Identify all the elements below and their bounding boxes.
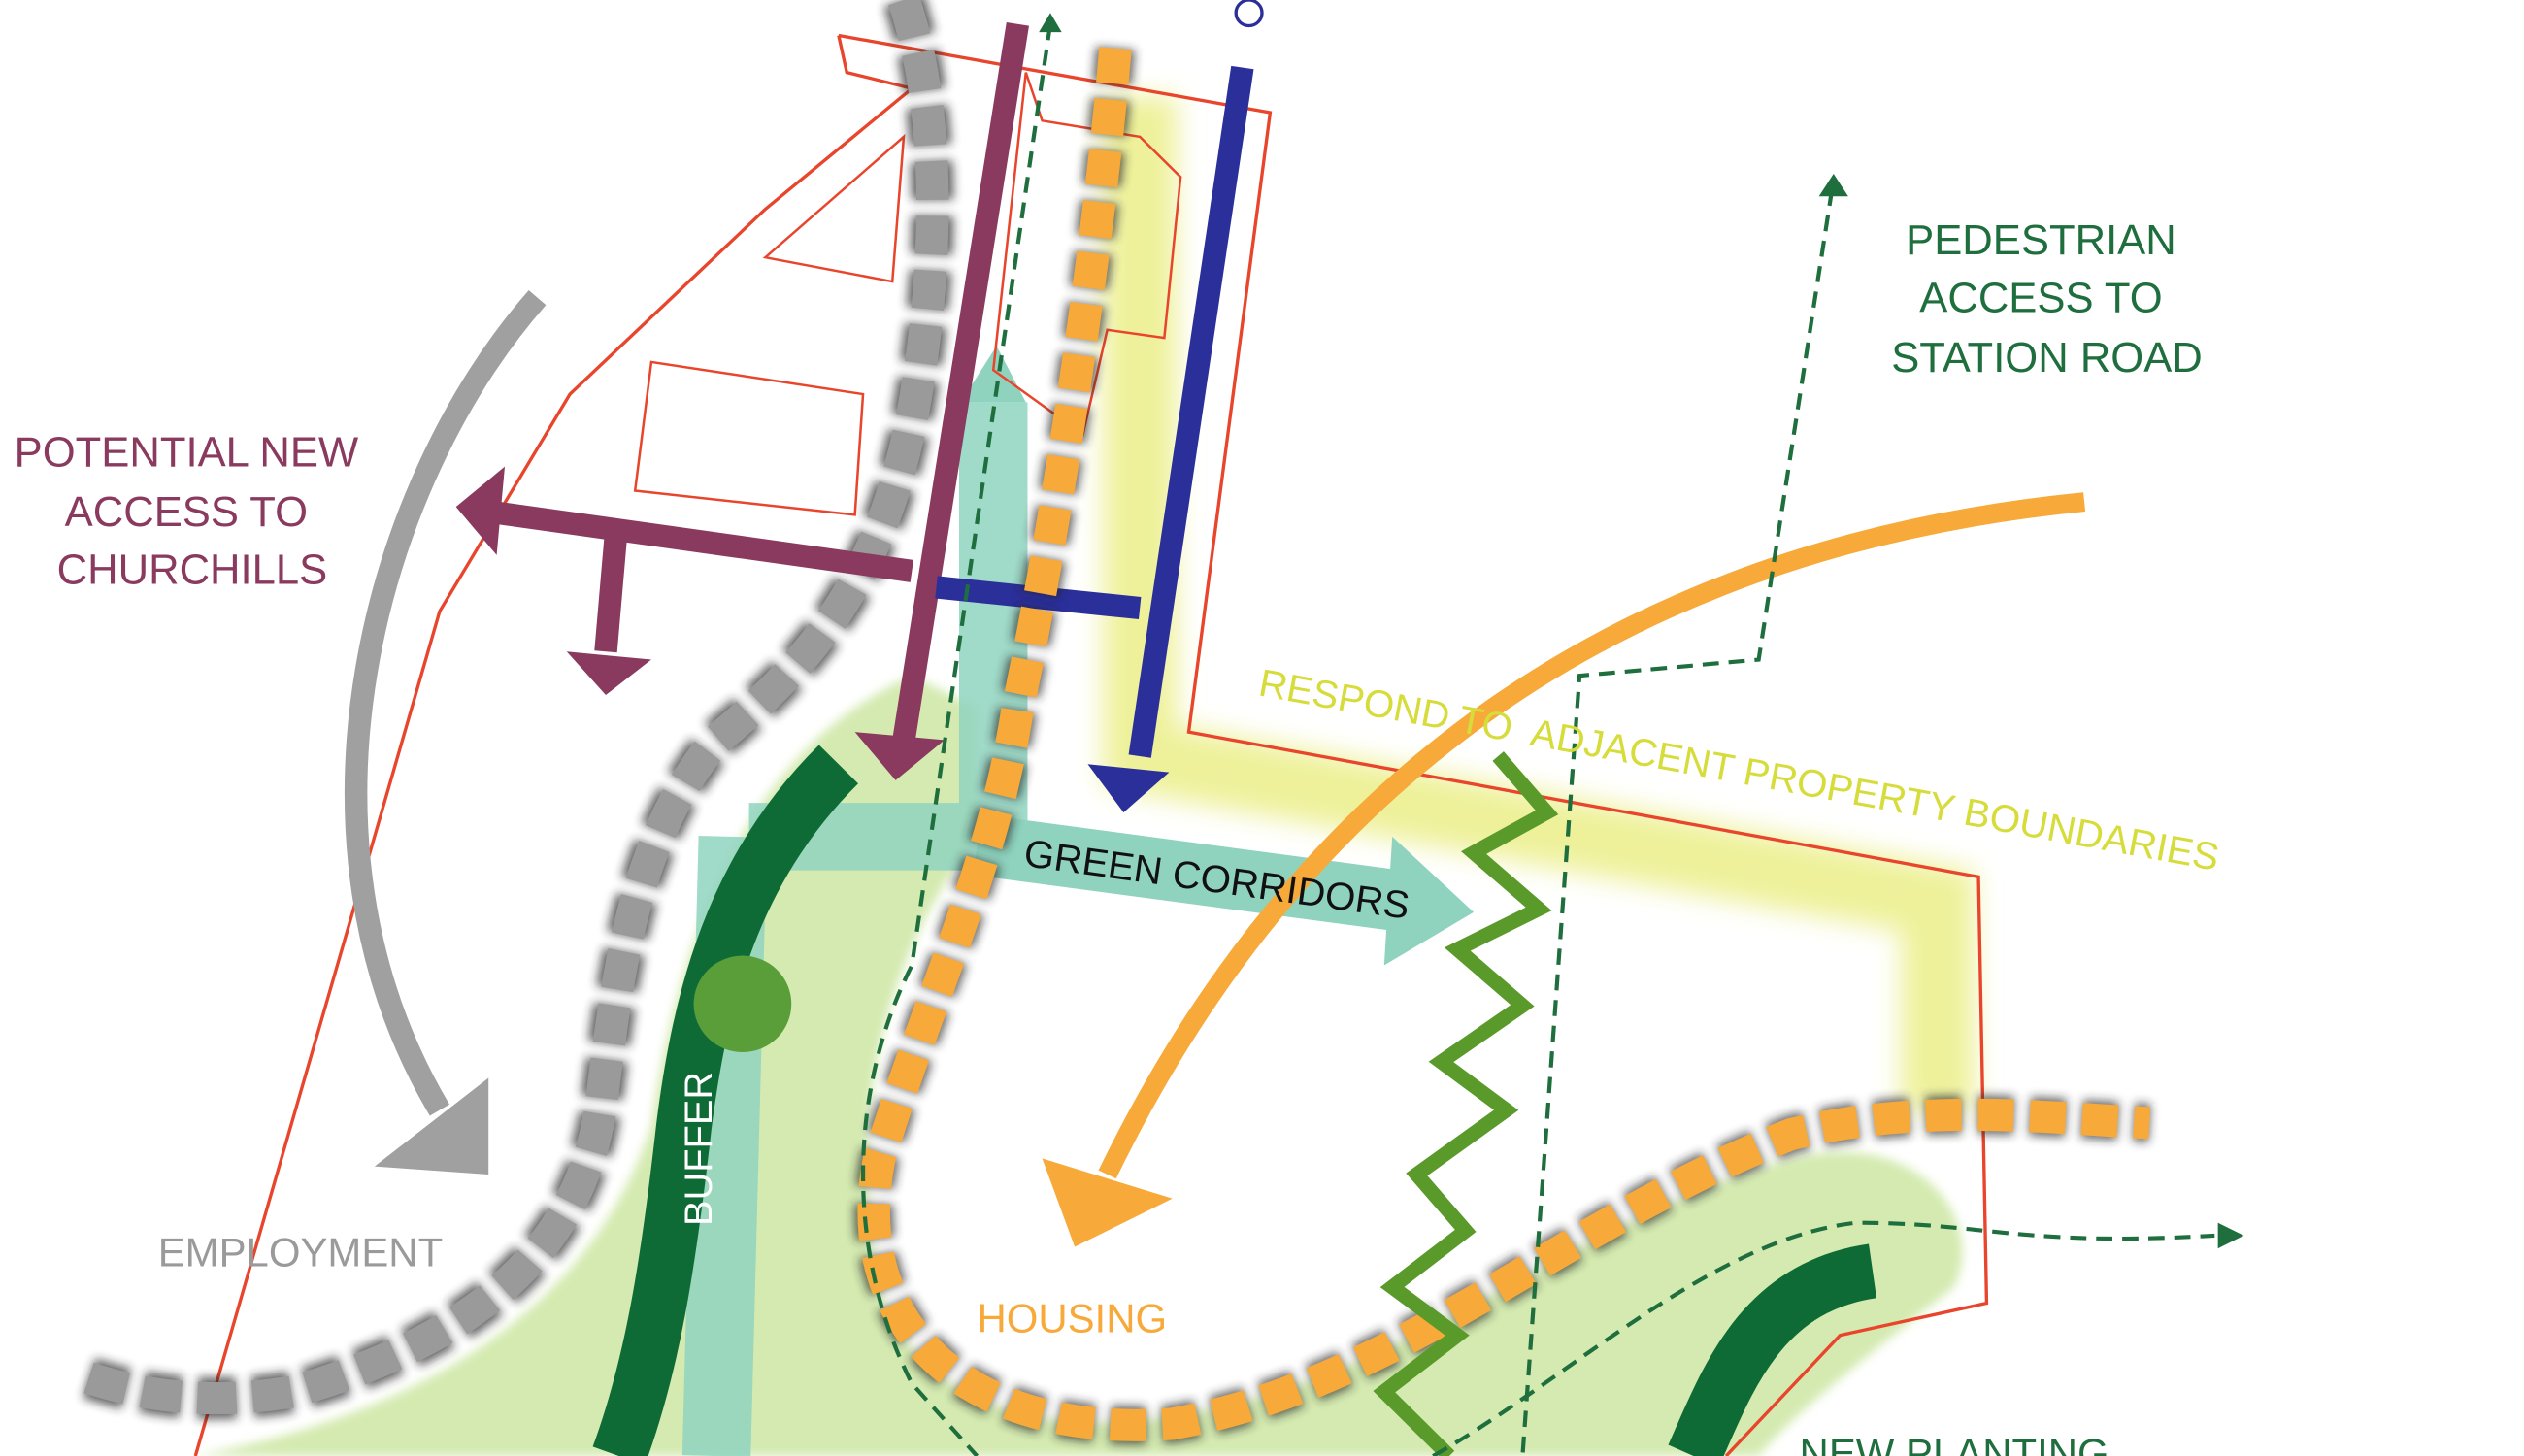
- housing-block-wall: [857, 47, 2151, 1441]
- buffer-label: BUFFER: [678, 1072, 720, 1226]
- employment-block-wall: [76, 0, 949, 1415]
- new-planting-label: NEW PLANTING: [1800, 1431, 2109, 1456]
- navy-road: [935, 65, 1254, 758]
- green-space-area: [195, 676, 1963, 1456]
- pedestrian-route-station-road: [1520, 189, 1835, 1456]
- pedestrian-arrowhead-station: [1818, 174, 1848, 197]
- navy-route-origin-icon: [1234, 0, 1264, 28]
- pedestrian-arrowhead-east: [2217, 1222, 2244, 1249]
- pedestrian-route-east: [1432, 1220, 2215, 1456]
- hedgerow-zigzag: [1373, 751, 1559, 1456]
- churchills-access-road: [486, 22, 1029, 743]
- churchills-arrowhead-left: [455, 466, 505, 555]
- churchills-arrowhead-down: [566, 651, 651, 696]
- employment-label: EMPLOYMENT: [158, 1230, 443, 1275]
- housing-arrow: [1098, 492, 2086, 1179]
- site-boundary: [193, 33, 1989, 1456]
- employment-arrow: [345, 290, 547, 1116]
- plot-outline: [633, 72, 1182, 516]
- pedestrian-arrowhead-north: [1039, 13, 1062, 33]
- navy-arrowhead: [1087, 764, 1170, 813]
- churchills-label: POTENTIAL NEW ACCESS TO CHURCHILLS: [15, 430, 371, 594]
- green-corridor-arrow-up: [960, 346, 1026, 403]
- green-corridor-arrowhead: [1383, 836, 1475, 966]
- pedestrian-route-north: [860, 23, 1053, 1456]
- buffer-planting: [592, 745, 859, 1456]
- housing-arrowhead: [1042, 1158, 1173, 1247]
- green-corridor-arrow: [973, 813, 1405, 932]
- tree-icon: [693, 955, 792, 1052]
- housing-label: HOUSING: [977, 1296, 1167, 1341]
- boundary-buffer-glow: [1103, 96, 1975, 1110]
- access-arrowhead-down: [854, 732, 945, 780]
- new-planting-belt: [1668, 1243, 1877, 1456]
- station-road-label: PEDESTRIAN ACCESS TO STATION ROAD: [1891, 217, 2203, 381]
- employment-arrowhead: [374, 1077, 489, 1175]
